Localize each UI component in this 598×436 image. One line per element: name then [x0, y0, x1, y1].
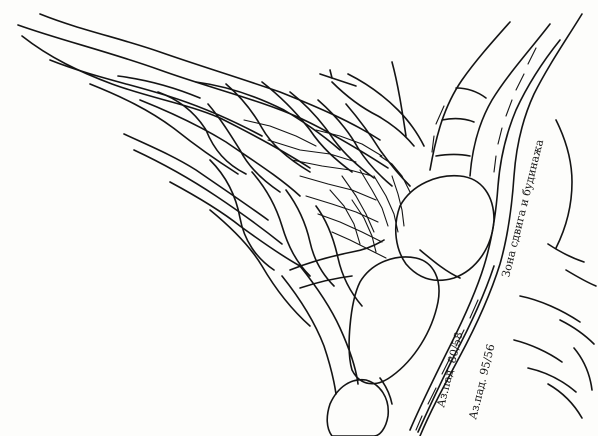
- fracture-line: [560, 320, 594, 344]
- dip-label-2: Аз.пад. 95/56: [466, 343, 497, 421]
- vein-line: [158, 92, 246, 174]
- vein-line: [392, 62, 406, 136]
- vein-line: [262, 82, 352, 172]
- boudin-middle: [349, 257, 439, 384]
- vein-line: [134, 150, 282, 244]
- fracture-line: [556, 120, 572, 248]
- fracture-line: [528, 368, 576, 392]
- vein-line: [352, 200, 376, 252]
- zone-boundary: [430, 22, 510, 170]
- fracture-line: [520, 296, 580, 322]
- shear-zone: [410, 14, 582, 436]
- vein-line: [90, 84, 238, 174]
- vein-line: [252, 172, 310, 276]
- vein-line: [124, 134, 268, 220]
- vein-line: [18, 25, 388, 168]
- vein-line: [282, 276, 336, 394]
- fracture-line: [574, 348, 592, 390]
- zone-label: Зона сдвига и будинажа: [499, 138, 546, 279]
- fracture-line: [566, 270, 596, 286]
- vein-line: [300, 176, 376, 200]
- vein-line: [170, 182, 300, 266]
- zone-dash: [432, 106, 444, 152]
- vein-line: [348, 74, 424, 146]
- vein-line: [316, 206, 362, 306]
- vein-line: [330, 190, 360, 244]
- fracture-line: [514, 340, 562, 362]
- vein-line: [286, 190, 334, 286]
- vein-line: [208, 104, 280, 192]
- fracture-line: [548, 244, 584, 262]
- zone-boundary: [456, 88, 486, 98]
- vein-network: [18, 14, 424, 394]
- boudin-neck: [420, 250, 460, 278]
- boudin-lower: [327, 380, 388, 436]
- vein-line: [210, 160, 274, 270]
- fracture-line: [548, 384, 582, 418]
- vein-line: [290, 240, 384, 270]
- zone-boundary: [442, 119, 474, 122]
- vein-line: [306, 196, 378, 222]
- boudin-upper: [396, 176, 494, 281]
- zone-boundary: [436, 155, 470, 157]
